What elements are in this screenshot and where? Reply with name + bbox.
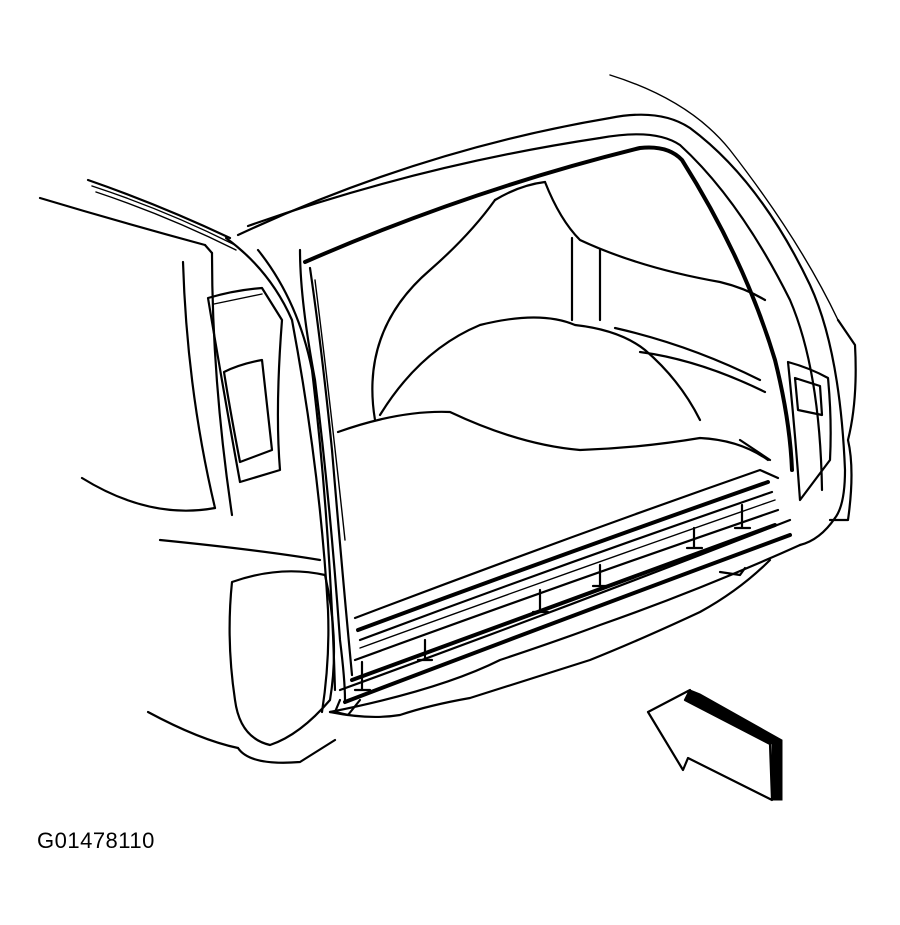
sill-retainer-clip — [353, 660, 372, 692]
right-bumper — [718, 516, 837, 577]
left-body-panel — [38, 178, 322, 750]
sill-retainer-clip — [685, 526, 704, 550]
sill-retainer-clip — [531, 588, 550, 614]
left-tail-lamp — [206, 286, 284, 484]
left-bumper-corner — [228, 570, 337, 764]
cargo-interior — [336, 180, 772, 462]
figure-id-label: G01478110 — [37, 828, 155, 853]
liftgate-frame — [224, 74, 857, 714]
arrow-indicator-icon — [646, 688, 783, 802]
sill-retainer-clip — [416, 638, 434, 662]
sill-retainer-clip — [733, 503, 752, 530]
rear-sill-plate — [328, 468, 802, 718]
sill-retainer-clip — [591, 563, 610, 588]
opening-weatherstrip — [298, 145, 794, 702]
right-tail-lamp — [786, 360, 832, 502]
